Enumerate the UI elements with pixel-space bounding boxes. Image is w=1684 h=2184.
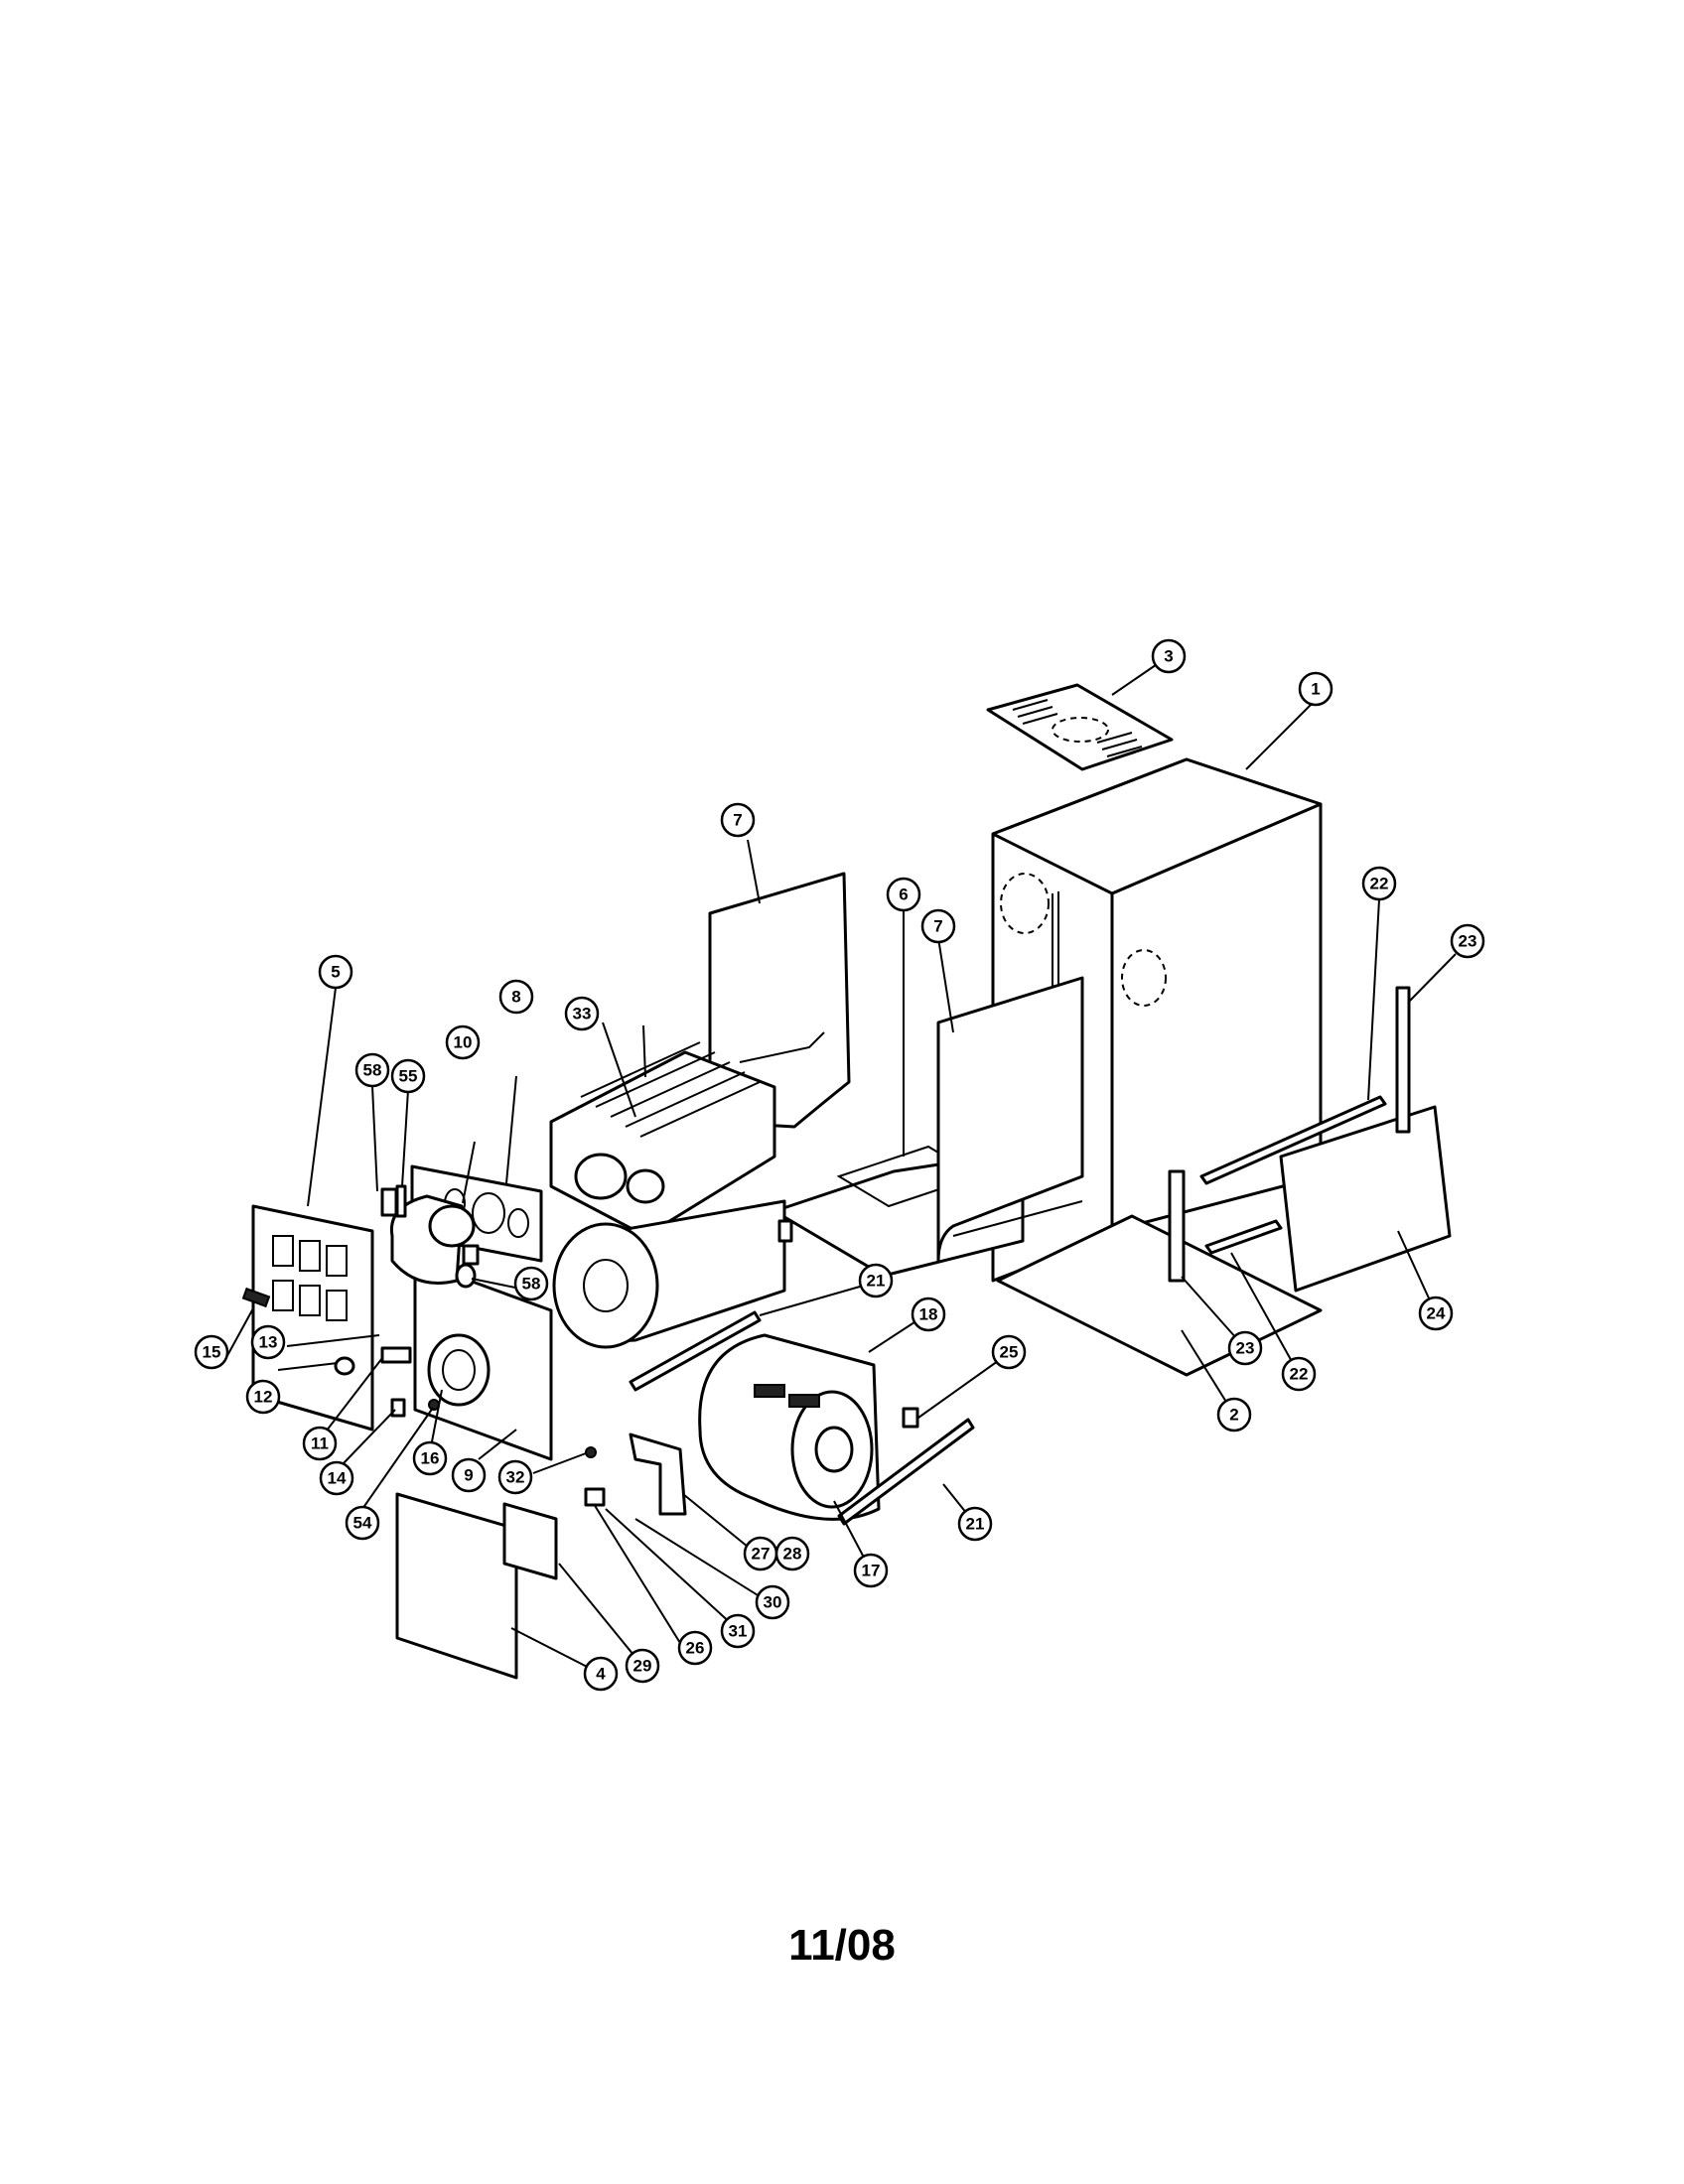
svg-text:23: 23 (1236, 1339, 1255, 1358)
svg-text:2: 2 (1229, 1406, 1238, 1425)
svg-text:28: 28 (783, 1545, 802, 1564)
callout-6: 6 (886, 877, 921, 912)
callout-29: 29 (625, 1648, 660, 1684)
part-heat-exchanger (549, 1041, 776, 1238)
svg-text:25: 25 (1000, 1343, 1019, 1362)
diagram-date: 11/08 (788, 1921, 896, 1970)
svg-text:24: 24 (1427, 1304, 1446, 1323)
callout-2: 2 (1216, 1397, 1252, 1433)
part-side-panel (1279, 1105, 1452, 1293)
svg-text:17: 17 (862, 1562, 881, 1580)
svg-text:12: 12 (254, 1388, 273, 1407)
svg-text:13: 13 (259, 1333, 278, 1352)
callout-7-rear: 7 (720, 802, 756, 838)
svg-text:22: 22 (1370, 875, 1389, 893)
svg-text:58: 58 (522, 1275, 541, 1294)
callout-58-upper: 58 (354, 1052, 390, 1088)
callout-9: 9 (451, 1457, 487, 1493)
callout-13: 13 (250, 1324, 286, 1360)
callout-31: 31 (720, 1613, 756, 1649)
callout-12: 12 (245, 1379, 281, 1415)
part-filter (502, 1502, 558, 1580)
callout-28: 28 (774, 1536, 810, 1571)
callout-22-lower: 22 (1281, 1356, 1317, 1392)
callout-18: 18 (911, 1297, 946, 1332)
svg-text:22: 22 (1290, 1365, 1309, 1384)
callout-16: 16 (412, 1440, 448, 1476)
part-inducer-assembly (389, 1194, 480, 1285)
callout-32: 32 (497, 1459, 533, 1495)
svg-text:15: 15 (203, 1343, 221, 1362)
callout-33: 33 (564, 996, 600, 1031)
svg-text:4: 4 (596, 1665, 606, 1684)
svg-text:10: 10 (454, 1033, 473, 1052)
svg-text:26: 26 (686, 1639, 705, 1658)
callout-10: 10 (445, 1024, 481, 1060)
svg-text:7: 7 (733, 811, 742, 830)
callout-11: 11 (302, 1426, 338, 1461)
svg-text:5: 5 (331, 963, 340, 982)
svg-text:21: 21 (867, 1272, 886, 1291)
callout-3: 3 (1151, 638, 1187, 674)
svg-text:23: 23 (1459, 932, 1477, 951)
part-baffle-panel-rear (708, 872, 851, 1129)
callout-15: 15 (194, 1334, 229, 1370)
svg-text:8: 8 (511, 988, 520, 1007)
callout-25: 25 (991, 1334, 1027, 1370)
callout-58-lower: 58 (513, 1266, 549, 1301)
part-blower-rails (629, 986, 1411, 1526)
callout-54: 54 (345, 1505, 380, 1541)
callout-4: 4 (583, 1656, 619, 1692)
svg-text:58: 58 (363, 1061, 382, 1080)
callout-26: 26 (677, 1630, 713, 1666)
callout-55: 55 (390, 1058, 426, 1094)
svg-text:54: 54 (353, 1514, 372, 1533)
part-baffle-panel-front (936, 976, 1084, 1263)
part-mounting-bracket (629, 1433, 687, 1516)
callout-22-upper: 22 (1361, 866, 1397, 901)
svg-text:21: 21 (966, 1515, 985, 1534)
part-bottom-door (395, 1492, 518, 1680)
callout-14: 14 (319, 1460, 354, 1496)
callout-27: 27 (743, 1536, 778, 1571)
svg-text:7: 7 (933, 917, 942, 936)
svg-text:29: 29 (633, 1657, 652, 1676)
svg-text:32: 32 (506, 1468, 525, 1487)
svg-text:55: 55 (399, 1067, 418, 1086)
svg-text:30: 30 (764, 1593, 782, 1612)
svg-text:3: 3 (1164, 647, 1173, 666)
callout-23-upper: 23 (1450, 923, 1485, 959)
callout-8: 8 (498, 979, 534, 1015)
leader-lines (223, 655, 1457, 1675)
svg-text:9: 9 (464, 1466, 473, 1485)
callout-30: 30 (755, 1584, 790, 1620)
part-small-controls (241, 1184, 919, 1507)
part-top-panel (986, 683, 1174, 771)
svg-text:18: 18 (919, 1305, 938, 1324)
svg-text:27: 27 (752, 1545, 771, 1564)
svg-text:14: 14 (328, 1469, 347, 1488)
part-blower (698, 1333, 881, 1521)
svg-text:1: 1 (1311, 680, 1320, 699)
svg-text:31: 31 (729, 1622, 748, 1641)
part-combustion-drum (552, 1199, 793, 1349)
callout-21-lower: 21 (957, 1506, 993, 1542)
svg-text:11: 11 (311, 1434, 329, 1453)
svg-text:6: 6 (899, 886, 908, 904)
callout-7-front: 7 (920, 908, 956, 944)
svg-text:16: 16 (421, 1449, 440, 1468)
svg-text:33: 33 (573, 1005, 592, 1024)
callout-17: 17 (853, 1553, 889, 1588)
callout-1: 1 (1298, 671, 1333, 707)
part-divider-panel (413, 1259, 553, 1461)
callout-5: 5 (318, 954, 353, 990)
callout-24: 24 (1418, 1296, 1454, 1331)
callout-21-upper: 21 (858, 1263, 894, 1298)
callout-23-lower: 23 (1227, 1330, 1263, 1366)
